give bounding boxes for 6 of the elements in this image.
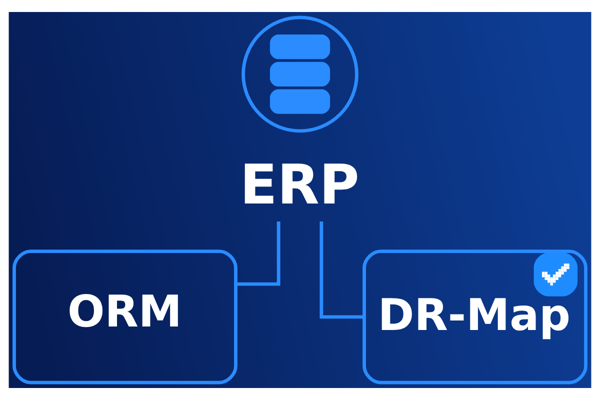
node-circle — [242, 16, 358, 133]
node-box: DR-Map — [362, 250, 588, 384]
node-text: ERP — [240, 152, 360, 216]
node-box: ORM — [12, 250, 238, 384]
connector — [320, 222, 364, 319]
connector — [236, 222, 280, 286]
